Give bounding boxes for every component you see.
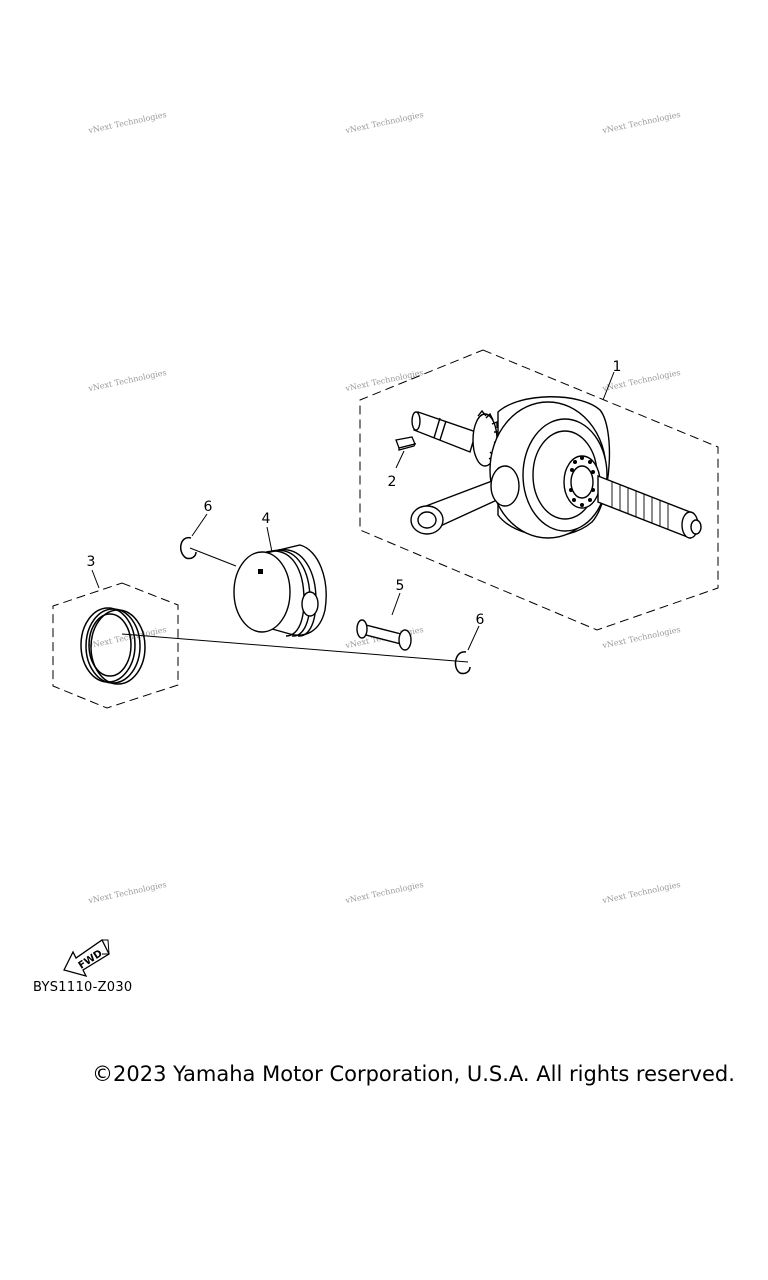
callout-piston: 4 [262, 511, 271, 527]
watermark: vNext Technologies [344, 368, 425, 394]
copyright-notice: ©2023 Yamaha Motor Corporation, U.S.A. A… [92, 1062, 735, 1086]
crankshaft-part[interactable] [410, 396, 702, 540]
callout-clip-left: 6 [204, 499, 213, 515]
callout-piston-pin: 5 [396, 578, 405, 594]
piston-part[interactable] [233, 544, 327, 637]
clip-right-part[interactable] [454, 651, 471, 675]
watermark: vNext Technologies [87, 368, 168, 394]
watermark: vNext Technologies [87, 625, 168, 651]
diagram-code: BYS1110-Z030 [33, 980, 133, 995]
crankshaft-group-outline [359, 349, 719, 631]
ring-set-group-outline [52, 582, 179, 709]
key-part[interactable] [395, 436, 417, 451]
callout-crankshaft: 1 [613, 359, 622, 375]
assembly-axis-line [189, 547, 237, 567]
callout-piston-ring-set: 3 [87, 554, 96, 570]
watermark: vNext Technologies [344, 880, 425, 906]
watermark: vNext Technologies [87, 880, 168, 906]
leader-lines [91, 371, 615, 651]
watermark: vNext Technologies [601, 110, 682, 136]
watermark: vNext Technologies [344, 110, 425, 136]
callout-key: 2 [388, 474, 397, 490]
piston-pin-part[interactable] [356, 619, 412, 651]
watermark: vNext Technologies [87, 110, 168, 136]
assembly-axis-line [121, 633, 469, 663]
watermark: vNext Technologies [601, 880, 682, 906]
callout-clip-right: 6 [476, 612, 485, 628]
piston-ring-set-part[interactable] [80, 607, 146, 685]
fwd-arrow-icon: FWD [63, 939, 110, 978]
clip-left-part[interactable] [179, 537, 197, 560]
watermark: vNext Technologies [601, 625, 682, 651]
